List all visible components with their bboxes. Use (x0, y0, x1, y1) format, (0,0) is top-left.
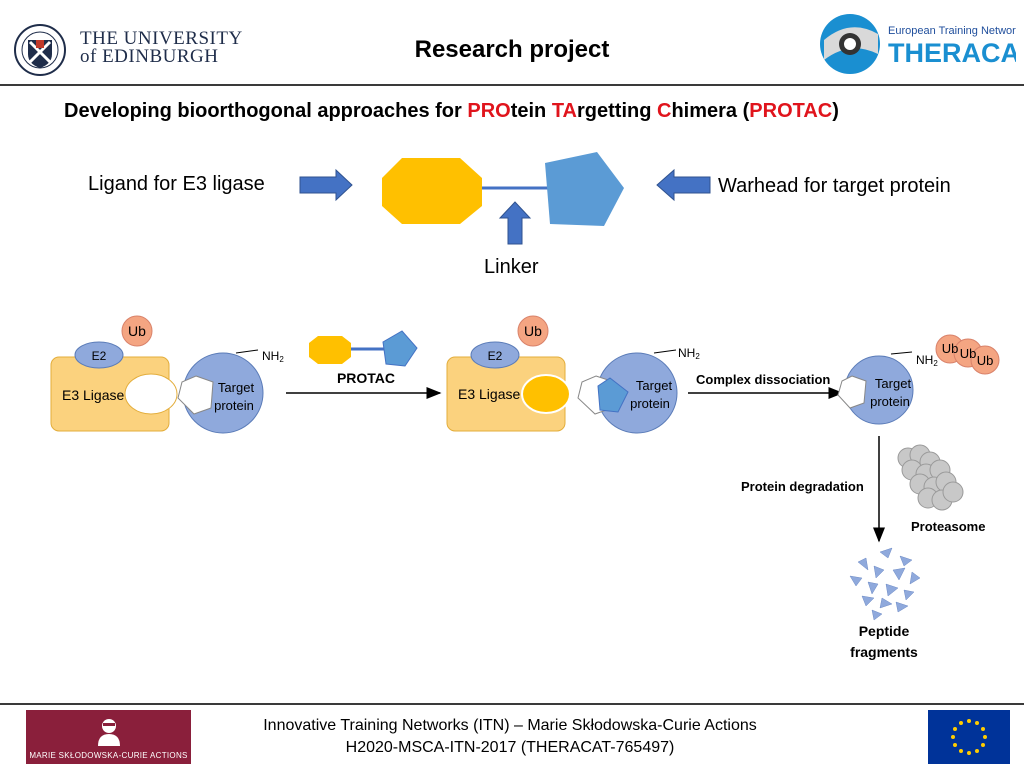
complex-dissociation-label: Complex dissociation (696, 372, 830, 387)
protein-degradation-label: Protein degradation (741, 479, 864, 494)
proteasome-shape (897, 444, 964, 511)
footer-line1: Innovative Training Networks (ITN) – Mar… (263, 717, 757, 734)
svg-text:NH2: NH2 (916, 353, 938, 368)
ligand-label: Ligand for E3 ligase (88, 173, 265, 195)
nh2-sub-3: 2 (933, 359, 938, 368)
university-line2: of EDINBURGH (80, 46, 219, 67)
nh2-sub-1: 2 (279, 355, 284, 364)
protac-warhead (382, 330, 418, 367)
theracat-name: THERACAT (888, 38, 1016, 68)
msca-figure-icon (98, 719, 120, 746)
protac-ligand (309, 336, 351, 364)
page-title: Research project (414, 36, 610, 63)
ub-chain-label-3: Ub (977, 353, 994, 368)
e2-label-1: E2 (92, 349, 107, 363)
proteasome-label: Proteasome (911, 519, 985, 534)
linker-block-arrow (498, 201, 532, 245)
university-wordmark: THE UNIVERSITY of EDINBURGH (80, 28, 243, 67)
target-label-2a: Target (636, 378, 673, 393)
bound-warhead-2 (597, 377, 629, 413)
ub-label-2: Ub (524, 323, 542, 339)
warhead-block-arrow (656, 168, 711, 202)
target-label-1a: Target (218, 380, 255, 395)
e3-label-1: E3 Ligase (62, 387, 124, 403)
e2-1 (74, 341, 124, 369)
university-line1: THE UNIVERSITY (80, 28, 243, 49)
ub-2 (517, 315, 549, 347)
target-label-2b: protein (630, 396, 670, 411)
theracat-tagline: European Training Network (888, 25, 1016, 37)
target-label-3b: protein (870, 394, 910, 409)
nh2-sub-2: 2 (695, 352, 700, 361)
footer-divider (0, 703, 1024, 705)
target-label-1b: protein (214, 398, 254, 413)
nh2-label-3: NH (916, 353, 933, 367)
protac-label: PROTAC (337, 370, 395, 386)
ligand-block-arrow (299, 168, 353, 202)
e2-2 (470, 341, 520, 369)
ub-label-1: Ub (128, 323, 146, 339)
nh2-label-1: NH (262, 349, 279, 363)
theracat-logo: European Training Network THERACAT (820, 14, 1016, 74)
bound-ligand-2 (521, 374, 571, 414)
header-divider (0, 84, 1024, 86)
ub-chain-3 (970, 345, 1000, 375)
ub-1 (121, 315, 153, 347)
eu-flag-logo (928, 710, 1010, 764)
slide-subtitle: Developing bioorthogonal approaches for … (64, 100, 839, 122)
peptide-label-1: Peptide (859, 623, 910, 639)
university-crest-logo (14, 24, 66, 76)
svg-text:NH2: NH2 (262, 349, 284, 364)
linker-label: Linker (484, 256, 539, 278)
msca-logo: MARIE SKŁODOWSKA-CURIE ACTIONS (26, 710, 191, 764)
e3-label-2: E3 Ligase (458, 386, 520, 402)
ub-chain-label-1: Ub (942, 341, 959, 356)
warhead-pocket-1 (177, 375, 214, 415)
warhead-pentagon (545, 152, 624, 226)
svg-text:NH2: NH2 (678, 346, 700, 361)
binding-pocket-1 (124, 373, 178, 415)
e2-label-2: E2 (488, 349, 503, 363)
footer-line2: H2020-MSCA-ITN-2017 (THERACAT-765497) (345, 739, 675, 756)
target-label-3a: Target (875, 376, 912, 391)
ub-chain-label-2: Ub (960, 346, 977, 361)
warhead-pocket-3 (837, 375, 867, 409)
peptide-label-2: fragments (850, 644, 918, 660)
peptide-fragments-shape (849, 547, 921, 621)
footer-text: Innovative Training Networks (ITN) – Mar… (200, 715, 820, 759)
warhead-label: Warhead for target protein (718, 175, 951, 197)
msca-label: MARIE SKŁODOWSKA-CURIE ACTIONS (29, 751, 188, 760)
nh2-label-2: NH (678, 346, 695, 360)
eu-stars-icon (951, 719, 987, 755)
e3-ligand-shape (382, 158, 482, 224)
